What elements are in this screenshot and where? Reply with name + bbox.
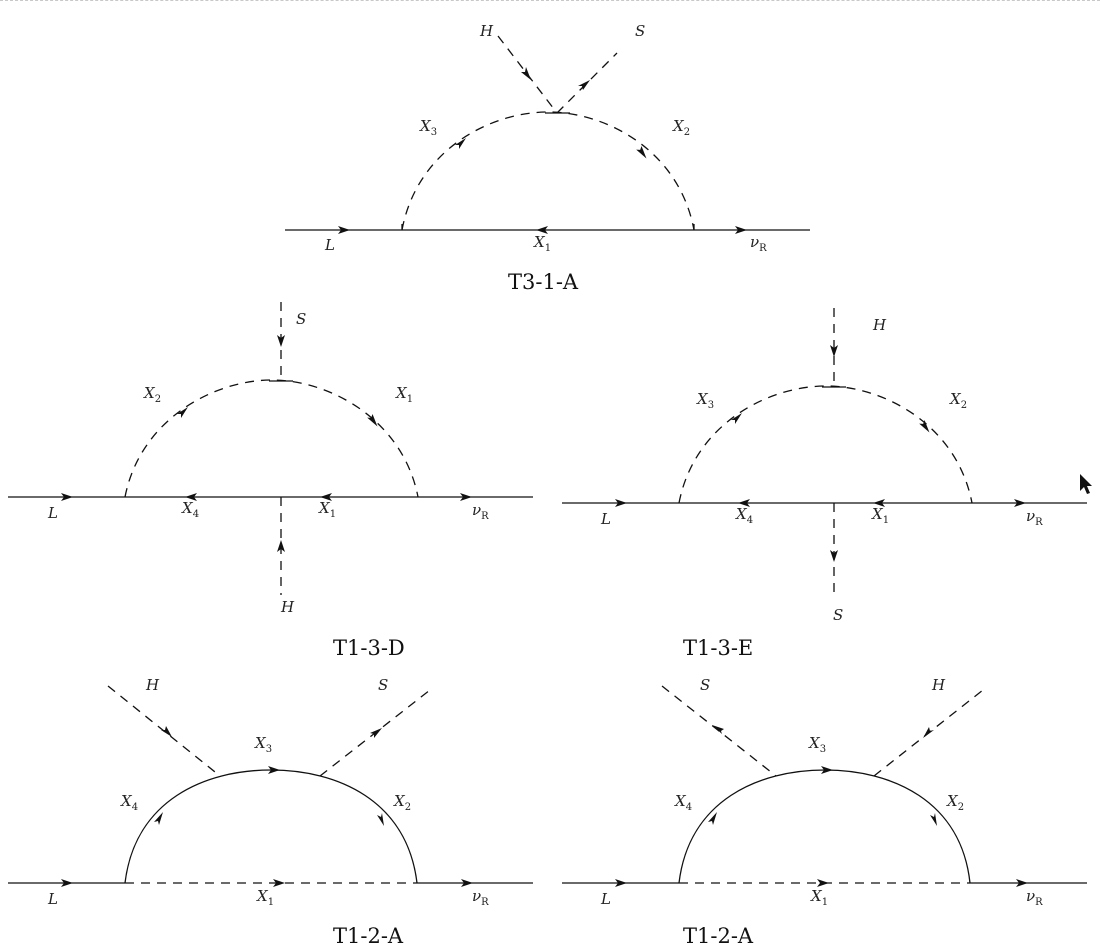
scalar-loop xyxy=(124,379,419,498)
arrow-L xyxy=(615,879,627,887)
arrow-nuR xyxy=(460,493,472,501)
fermion-loop xyxy=(678,769,971,884)
label-X1: X1 xyxy=(318,499,336,520)
arrow-nuR xyxy=(461,879,473,887)
diagram-t1-3-e: H S X3 X2 X4 X1 L νR T1-3-E xyxy=(562,308,1087,660)
diagram-caption: T3-1-A xyxy=(508,270,579,294)
arrow-L xyxy=(615,499,627,507)
label-X2: X2 xyxy=(946,792,964,813)
label-nuR: νR xyxy=(1026,507,1043,528)
arrow-S xyxy=(712,725,724,734)
diagram-t3-1-a: H S X3 X2 X1 L νR T3-1-A xyxy=(285,22,810,294)
label-X4: X4 xyxy=(120,792,138,813)
fermion-loop xyxy=(124,769,418,884)
arrow-X4 xyxy=(154,812,163,825)
arrow-H xyxy=(923,727,934,738)
label-S: S xyxy=(833,606,843,624)
arrow-X1-loop xyxy=(367,414,378,427)
arrow-nuR xyxy=(1016,879,1028,887)
external-S-line xyxy=(556,52,618,114)
arrow-X4 xyxy=(185,493,197,501)
label-X1: X1 xyxy=(810,887,828,908)
label-X4: X4 xyxy=(674,792,692,813)
page-top-border xyxy=(0,0,1100,1)
arrow-H xyxy=(161,726,172,737)
scalar-loop xyxy=(401,111,695,231)
mouse-cursor-icon xyxy=(1080,474,1092,494)
label-X4: X4 xyxy=(735,505,753,526)
label-X2: X2 xyxy=(672,117,690,138)
label-X1: X1 xyxy=(871,505,889,526)
diagram-t1-3-d: S H X2 X1 X4 X1 L νR T1-3-D xyxy=(8,302,533,660)
arrow-X1 xyxy=(873,499,885,507)
scalar-loop xyxy=(678,385,973,504)
arrow-S xyxy=(578,80,590,90)
arrow-H xyxy=(830,345,838,357)
label-X2: X2 xyxy=(393,792,411,813)
label-H: H xyxy=(280,598,295,616)
arrow-X1 xyxy=(273,879,285,887)
arrow-X3 xyxy=(731,413,742,424)
label-nuR: νR xyxy=(750,233,767,254)
diagram-t1-2-a-right: S H X3 X4 X2 X1 L νR T1-2-A xyxy=(562,676,1087,948)
arrow-X2 xyxy=(930,813,937,826)
label-S: S xyxy=(296,310,306,328)
label-nuR: νR xyxy=(472,887,489,908)
diagram-caption: T1-3-D xyxy=(333,636,405,660)
label-X3: X3 xyxy=(696,390,714,411)
arrow-H xyxy=(277,540,285,552)
label-X1-loop: X1 xyxy=(395,384,413,405)
label-X1: X1 xyxy=(533,233,551,254)
arrow-nuR xyxy=(735,226,747,234)
diagram-caption: T1-2-A xyxy=(333,924,404,948)
arrow-X2 xyxy=(919,420,930,433)
label-nuR: νR xyxy=(472,501,489,522)
arrow-X3 xyxy=(268,766,280,774)
label-H: H xyxy=(872,316,887,334)
arrow-X1 xyxy=(320,493,332,501)
arrow-X3 xyxy=(455,138,466,149)
label-S: S xyxy=(635,22,645,40)
arrow-X4 xyxy=(738,499,750,507)
arrow-X1 xyxy=(817,879,829,887)
label-X3: X3 xyxy=(419,117,437,138)
label-S: S xyxy=(700,676,710,694)
label-nuR: νR xyxy=(1026,887,1043,908)
label-S: S xyxy=(378,676,388,694)
arrow-S xyxy=(370,728,382,738)
arrow-L xyxy=(61,493,73,501)
arrow-H xyxy=(521,67,531,80)
label-H: H xyxy=(145,676,160,694)
label-X3: X3 xyxy=(808,734,826,755)
arrow-L xyxy=(338,226,350,234)
label-H: H xyxy=(931,676,946,694)
diagram-caption: T1-2-A xyxy=(683,924,754,948)
arrow-S xyxy=(277,335,285,347)
label-X2: X2 xyxy=(143,384,161,405)
label-X3: X3 xyxy=(254,734,272,755)
diagram-caption: T1-3-E xyxy=(683,636,753,660)
label-L: L xyxy=(324,236,335,254)
arrow-S xyxy=(830,550,838,562)
label-H: H xyxy=(479,22,494,40)
label-X4: X4 xyxy=(181,499,199,520)
arrow-X2 xyxy=(177,407,188,418)
label-X1: X1 xyxy=(256,887,274,908)
arrow-L xyxy=(61,879,73,887)
arrow-X2 xyxy=(377,813,384,826)
label-L: L xyxy=(47,504,58,522)
label-L: L xyxy=(600,510,611,528)
arrow-X4 xyxy=(708,812,717,825)
label-X2: X2 xyxy=(949,390,967,411)
label-L: L xyxy=(47,890,58,908)
arrow-X2 xyxy=(636,146,647,159)
arrow-X3 xyxy=(821,766,833,774)
label-L: L xyxy=(600,890,611,908)
diagram-t1-2-a-left: H S X3 X4 X2 X1 L νR T1-2-A xyxy=(8,676,533,948)
arrow-X1 xyxy=(536,226,548,234)
arrow-nuR xyxy=(1014,499,1026,507)
